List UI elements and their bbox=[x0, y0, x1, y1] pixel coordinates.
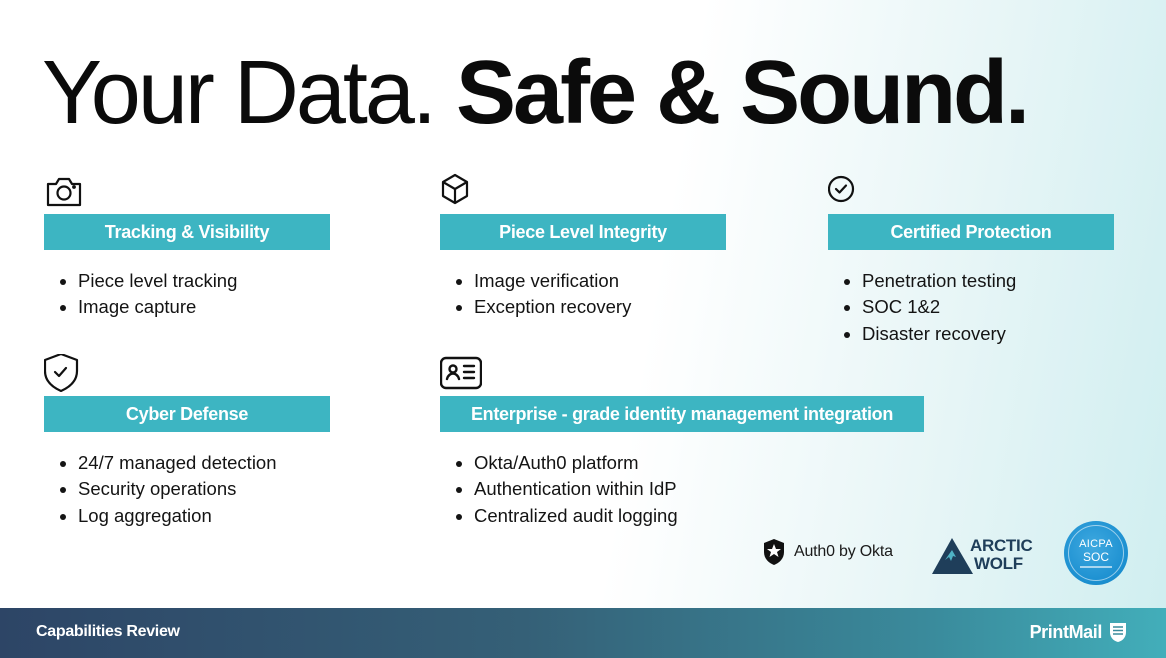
card-list: Penetration testing SOC 1&2 Disaster rec… bbox=[842, 268, 1016, 347]
headline-bold: Safe & Sound. bbox=[455, 43, 1030, 143]
list-item: Centralized audit logging bbox=[454, 503, 678, 529]
arctic-wolf-line2: WOLF bbox=[974, 554, 1023, 573]
headline-light: Your Data. bbox=[42, 43, 437, 143]
aicpa-soc-badge: AICPA SOC bbox=[1064, 521, 1128, 585]
footer: Capabilities Review PrintMail bbox=[0, 608, 1166, 658]
card-list: Image verification Exception recovery bbox=[454, 268, 631, 321]
list-item: SOC 1&2 bbox=[842, 294, 1016, 320]
id-card-icon bbox=[440, 354, 482, 392]
badge-ring bbox=[1068, 525, 1124, 581]
card-title: Enterprise - grade identity management i… bbox=[440, 396, 924, 432]
list-item: Exception recovery bbox=[454, 294, 631, 320]
auth0-logo: Auth0 by Okta bbox=[762, 538, 893, 566]
wolf-icon bbox=[932, 538, 973, 574]
printmail-wordmark: PrintMail bbox=[1029, 621, 1103, 642]
shield-check-icon bbox=[44, 354, 84, 392]
list-item: Penetration testing bbox=[842, 268, 1016, 294]
arctic-wolf-line1: ARCTIC bbox=[970, 536, 1033, 555]
badge-divider bbox=[1080, 566, 1112, 568]
printmail-logo-icon bbox=[1110, 623, 1126, 642]
auth0-logo-text: Auth0 by Okta bbox=[794, 543, 893, 560]
list-item: Image verification bbox=[454, 268, 631, 294]
list-item: Image capture bbox=[58, 294, 237, 320]
aicpa-line2: SOC bbox=[1082, 550, 1109, 564]
aicpa-line1: AICPA bbox=[1079, 538, 1113, 550]
list-item: Security operations bbox=[58, 476, 277, 502]
footer-section-title: Capabilities Review bbox=[36, 623, 180, 640]
cube-icon bbox=[440, 172, 480, 210]
list-item: 24/7 managed detection bbox=[58, 450, 277, 476]
list-item: Log aggregation bbox=[58, 503, 277, 529]
card-list: Piece level tracking Image capture bbox=[58, 268, 237, 321]
card-title: Certified Protection bbox=[828, 214, 1114, 250]
card-list: 24/7 managed detection Security operatio… bbox=[58, 450, 277, 529]
camera-icon bbox=[44, 172, 84, 210]
auth0-shield-icon bbox=[764, 539, 784, 565]
card-title: Tracking & Visibility bbox=[44, 214, 330, 250]
card-title: Piece Level Integrity bbox=[440, 214, 726, 250]
list-item: Authentication within IdP bbox=[454, 476, 678, 502]
list-item: Piece level tracking bbox=[58, 268, 237, 294]
arctic-wolf-logo: ARCTIC WOLF bbox=[932, 536, 1036, 576]
page-title: Your Data. Safe & Sound. bbox=[42, 38, 1030, 148]
printmail-brand: PrintMail bbox=[1030, 621, 1128, 643]
card-title: Cyber Defense bbox=[44, 396, 330, 432]
list-item: Disaster recovery bbox=[842, 321, 1016, 347]
card-list: Okta/Auth0 platform Authentication withi… bbox=[454, 450, 678, 529]
list-item: Okta/Auth0 platform bbox=[454, 450, 678, 476]
check-circle-icon bbox=[828, 172, 868, 210]
